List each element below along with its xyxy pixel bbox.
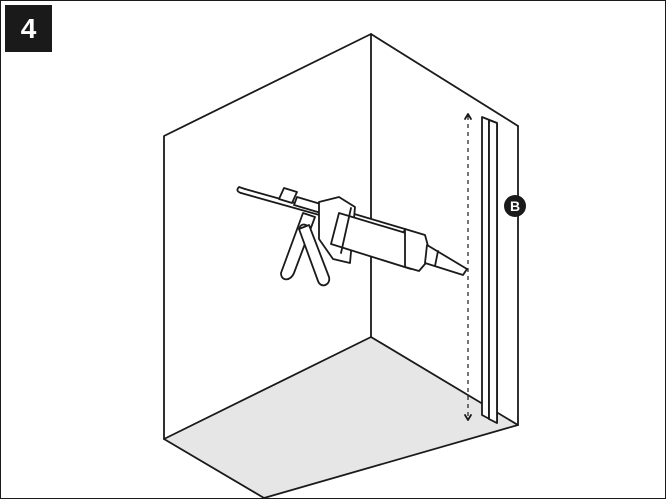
wall-profile-front (488, 119, 498, 424)
caulking-gun-icon (236, 186, 468, 287)
guide-arrow-top (464, 113, 472, 120)
guide-arrow-bottom (464, 414, 472, 421)
enclosure-floor (164, 337, 518, 498)
enclosure-top-edge (370, 33, 519, 127)
step-number-badge: 4 (5, 5, 52, 52)
callout-marker-b: B (504, 195, 526, 217)
callout-label-b: B (510, 198, 520, 214)
enclosure-floor-edges (163, 336, 519, 498)
